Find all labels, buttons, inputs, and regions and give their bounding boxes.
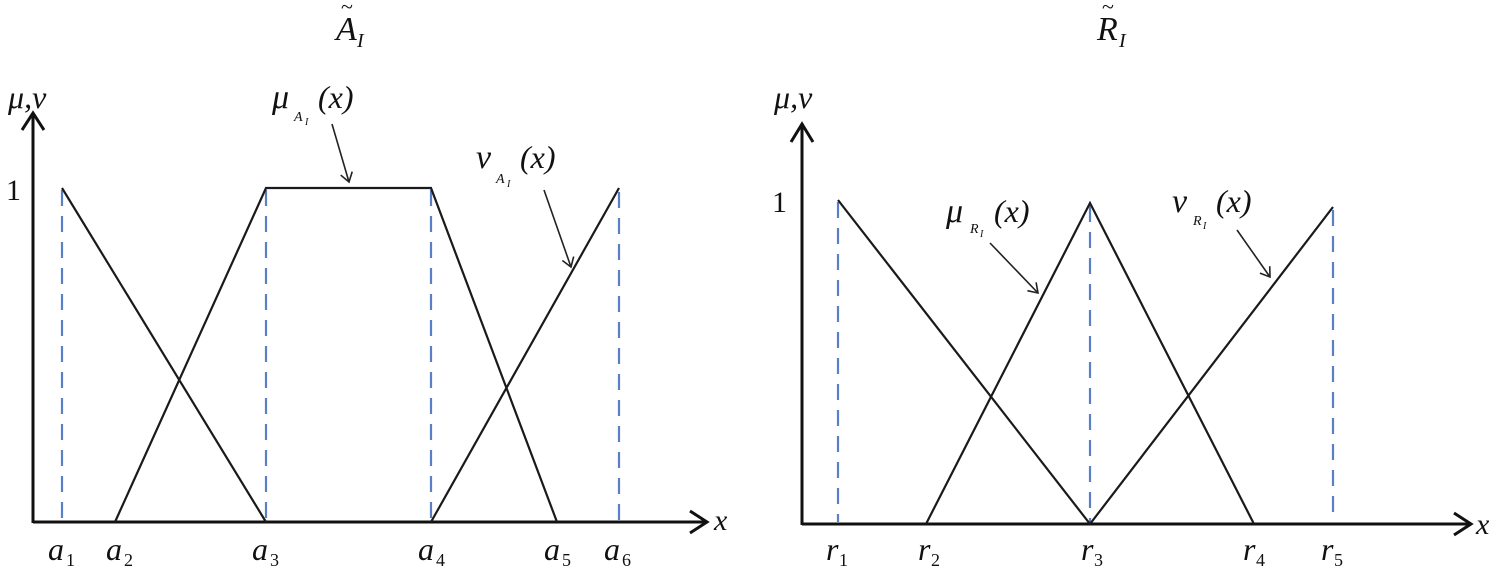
left-mu-arg: (x) bbox=[318, 79, 354, 115]
right-mu-symbol: μ bbox=[945, 193, 963, 230]
right-x-axis-arrowhead bbox=[1453, 511, 1474, 537]
left-mu-pointer-arrow bbox=[331, 123, 353, 184]
left-mu-sub-index: I bbox=[304, 117, 309, 128]
left-y-tick-one: 1 bbox=[6, 174, 21, 207]
left-mu-curve bbox=[113, 186, 559, 523]
tick-a4-sub: 4 bbox=[436, 550, 445, 570]
right-y-axis-label: μ,ν bbox=[773, 79, 813, 115]
right-nu-sub-index: I bbox=[1202, 221, 1207, 232]
left-plot-title: A ~ I bbox=[334, 0, 365, 52]
left-nu-curve-left bbox=[61, 187, 267, 523]
left-dashed-guides bbox=[60, 190, 621, 520]
right-plot: R ~ I μ,ν x 1 μ R I (x) bbox=[772, 0, 1490, 570]
left-x-tick-labels: a 1 a 2 a 3 a 4 a 5 a 6 bbox=[48, 531, 631, 570]
tick-r3: r bbox=[1081, 531, 1094, 567]
left-nu-annotation: ν A I (x) bbox=[476, 139, 575, 269]
left-y-axis-label: μ,ν bbox=[7, 79, 47, 115]
right-nu-sub-base: R bbox=[1192, 214, 1202, 229]
left-mu-annotation: μ A I (x) bbox=[271, 79, 354, 184]
right-y-tick-one: 1 bbox=[772, 186, 787, 219]
left-plot: A ~ I μ,ν x 1 μ A I ( bbox=[6, 0, 728, 570]
tick-a3-sub: 3 bbox=[270, 550, 279, 570]
left-nu-symbol: ν bbox=[476, 139, 492, 176]
tick-a5: a bbox=[544, 531, 560, 567]
right-nu-curve bbox=[837, 199, 1334, 526]
left-mu-symbol: μ bbox=[271, 79, 289, 116]
tick-r4-sub: 4 bbox=[1256, 550, 1265, 570]
right-nu-annotation: ν R I (x) bbox=[1172, 183, 1271, 279]
right-x-axis-label: x bbox=[1475, 508, 1490, 541]
right-nu-symbol: ν bbox=[1172, 183, 1188, 220]
tick-r4: r bbox=[1243, 531, 1256, 567]
right-title-base: R bbox=[1096, 11, 1118, 48]
right-mu-pointer-arrow bbox=[989, 242, 1039, 295]
tick-a2-sub: 2 bbox=[124, 550, 133, 570]
tick-r1-sub: 1 bbox=[839, 550, 848, 570]
right-mu-sub-index: I bbox=[979, 229, 984, 240]
tick-r1: r bbox=[826, 531, 839, 567]
right-plot-title: R ~ I bbox=[1096, 0, 1127, 52]
left-nu-sub-base: A bbox=[495, 172, 505, 187]
right-nu-pointer-arrow bbox=[1236, 229, 1271, 279]
tick-a2: a bbox=[106, 531, 122, 567]
right-mu-curve bbox=[925, 200, 1255, 525]
tick-a6: a bbox=[604, 531, 620, 567]
left-title-base: A bbox=[334, 11, 357, 48]
right-y-axis-arrowhead bbox=[789, 121, 815, 143]
tick-a3: a bbox=[252, 531, 268, 567]
tick-a4: a bbox=[418, 531, 434, 567]
left-x-axis-label: x bbox=[713, 504, 728, 537]
right-title-sub: I bbox=[1118, 30, 1127, 52]
tick-r5: r bbox=[1321, 531, 1334, 567]
tick-r2: r bbox=[918, 531, 931, 567]
tick-r5-sub: 5 bbox=[1334, 550, 1343, 570]
right-x-tick-labels: r 1 r 2 r 3 r 4 r 5 bbox=[826, 531, 1343, 570]
right-mu-sub-base: R bbox=[969, 222, 979, 237]
right-mu-annotation: μ R I (x) bbox=[945, 193, 1039, 295]
left-nu-curve-right bbox=[430, 187, 620, 523]
tick-a1-sub: 1 bbox=[66, 550, 75, 570]
left-axes: μ,ν x 1 bbox=[6, 79, 728, 537]
right-axes: μ,ν x 1 bbox=[772, 79, 1490, 541]
left-nu-sub-index: I bbox=[506, 179, 511, 190]
tick-a1: a bbox=[48, 531, 64, 567]
right-mu-arg: (x) bbox=[994, 193, 1030, 229]
tilde-accent: ~ bbox=[341, 0, 353, 19]
left-title-sub: I bbox=[356, 30, 365, 52]
left-nu-arg: (x) bbox=[520, 139, 556, 175]
left-x-axis-arrowhead bbox=[689, 509, 710, 535]
tick-a6-sub: 6 bbox=[622, 550, 631, 570]
left-nu-pointer-arrow bbox=[543, 189, 575, 269]
tick-a5-sub: 5 bbox=[562, 550, 571, 570]
tilde-accent: ~ bbox=[1102, 0, 1114, 19]
right-nu-arg: (x) bbox=[1216, 183, 1252, 219]
left-y-axis-arrowhead bbox=[20, 110, 46, 131]
tick-r2-sub: 2 bbox=[931, 550, 940, 570]
tick-r3-sub: 3 bbox=[1094, 550, 1103, 570]
right-dashed-guides bbox=[836, 202, 1335, 522]
left-mu-sub-base: A bbox=[293, 110, 303, 125]
